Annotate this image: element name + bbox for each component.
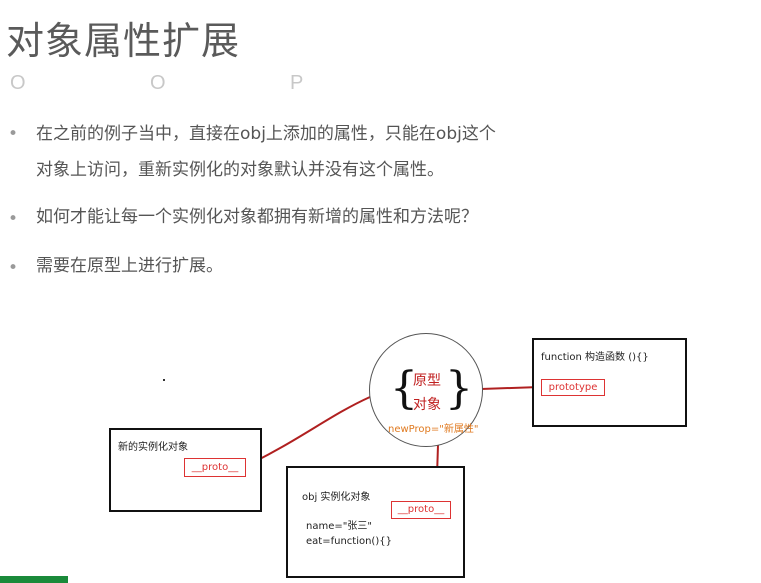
oop-letter-3: P	[290, 72, 304, 94]
prototype-word-1: 原型	[413, 373, 441, 389]
new-prop-text: newProp="新属性"	[388, 424, 479, 435]
bullet-dot: •	[8, 258, 19, 278]
oop-letter-2: O	[150, 72, 166, 94]
obj-name-property: name="张三"	[306, 521, 372, 532]
bullet-1-line-2: 对象上访问，重新实例化的对象默认并没有这个属性。	[36, 160, 444, 180]
prototype-word-2: 对象	[413, 397, 441, 413]
obj-box: obj 实例化对象 __proto__ name="张三" eat=functi…	[286, 466, 465, 578]
prototype-node: { } 原型 对象 newProp="新属性"	[369, 333, 483, 447]
bullet-3-line-1: 需要在原型上进行扩展。	[36, 256, 223, 276]
prototype-slot: prototype	[541, 379, 605, 396]
constructor-label: function 构造函数 (){}	[541, 352, 649, 363]
accent-bar	[0, 576, 68, 583]
obj-eat-method: eat=function(){}	[306, 536, 392, 547]
obj-proto-slot: __proto__	[391, 501, 451, 519]
bullet-dot: •	[8, 209, 19, 229]
new-instance-label: 新的实例化对象	[118, 442, 188, 453]
link-new-instance-to-prototype	[243, 396, 371, 468]
page-title: 对象属性扩展	[6, 19, 241, 63]
left-brace: {	[390, 363, 418, 414]
bullet-2-line-1: 如何才能让每一个实例化对象都拥有新增的属性和方法呢？	[36, 207, 478, 227]
bullet-dot: •	[8, 124, 19, 144]
new-instance-proto-slot: __proto__	[184, 458, 246, 477]
new-instance-box: 新的实例化对象 __proto__	[109, 428, 262, 512]
constructor-box: function 构造函数 (){} prototype	[532, 338, 687, 427]
oop-letter-1: O	[10, 72, 26, 94]
obj-label: obj 实例化对象	[302, 492, 371, 503]
bullet-1-line-1: 在之前的例子当中，直接在obj上添加的属性，只能在obj这个	[36, 124, 496, 144]
stray-dot	[163, 379, 165, 381]
link-prototype-to-constructor	[480, 386, 541, 390]
right-brace: }	[445, 363, 473, 414]
